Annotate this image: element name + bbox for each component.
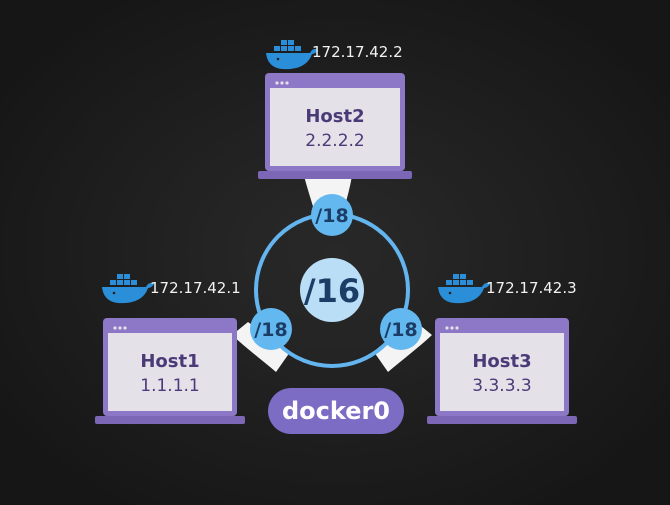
host3-node: 172.17.42.3 Host3 3.3.3.3 <box>427 274 577 424</box>
subnet-badge-host1: /18 <box>250 308 292 350</box>
center-subnet-label: /16 <box>304 272 360 310</box>
laptop-icon <box>427 318 577 424</box>
host1-node: 172.17.42.1 Host1 1.1.1.1 <box>95 274 245 424</box>
laptop-icon <box>258 73 412 179</box>
host2-ip: 2.2.2.2 <box>305 131 364 151</box>
svg-text:/18: /18 <box>315 205 348 227</box>
host3-name: Host3 <box>472 351 531 372</box>
subnet-badge-host3: /18 <box>380 308 422 350</box>
laptop-icon <box>95 318 245 424</box>
docker0-bridge: docker0 <box>268 388 404 434</box>
center-subnet-node: /16 <box>300 258 364 322</box>
host3-container-ip: 172.17.42.3 <box>486 279 577 297</box>
bridge-label: docker0 <box>282 397 390 425</box>
svg-text:/18: /18 <box>254 319 287 341</box>
host2-name: Host2 <box>305 106 364 127</box>
host1-name: Host1 <box>140 351 199 372</box>
host2-node: 172.17.42.2 Host2 2.2.2.2 <box>258 40 412 179</box>
host2-container-ip: 172.17.42.2 <box>312 43 403 61</box>
host1-container-ip: 172.17.42.1 <box>150 279 241 297</box>
host1-ip: 1.1.1.1 <box>140 376 199 396</box>
subnet-badge-host2: /18 <box>311 194 353 236</box>
host3-ip: 3.3.3.3 <box>472 376 531 396</box>
svg-text:/18: /18 <box>384 319 417 341</box>
